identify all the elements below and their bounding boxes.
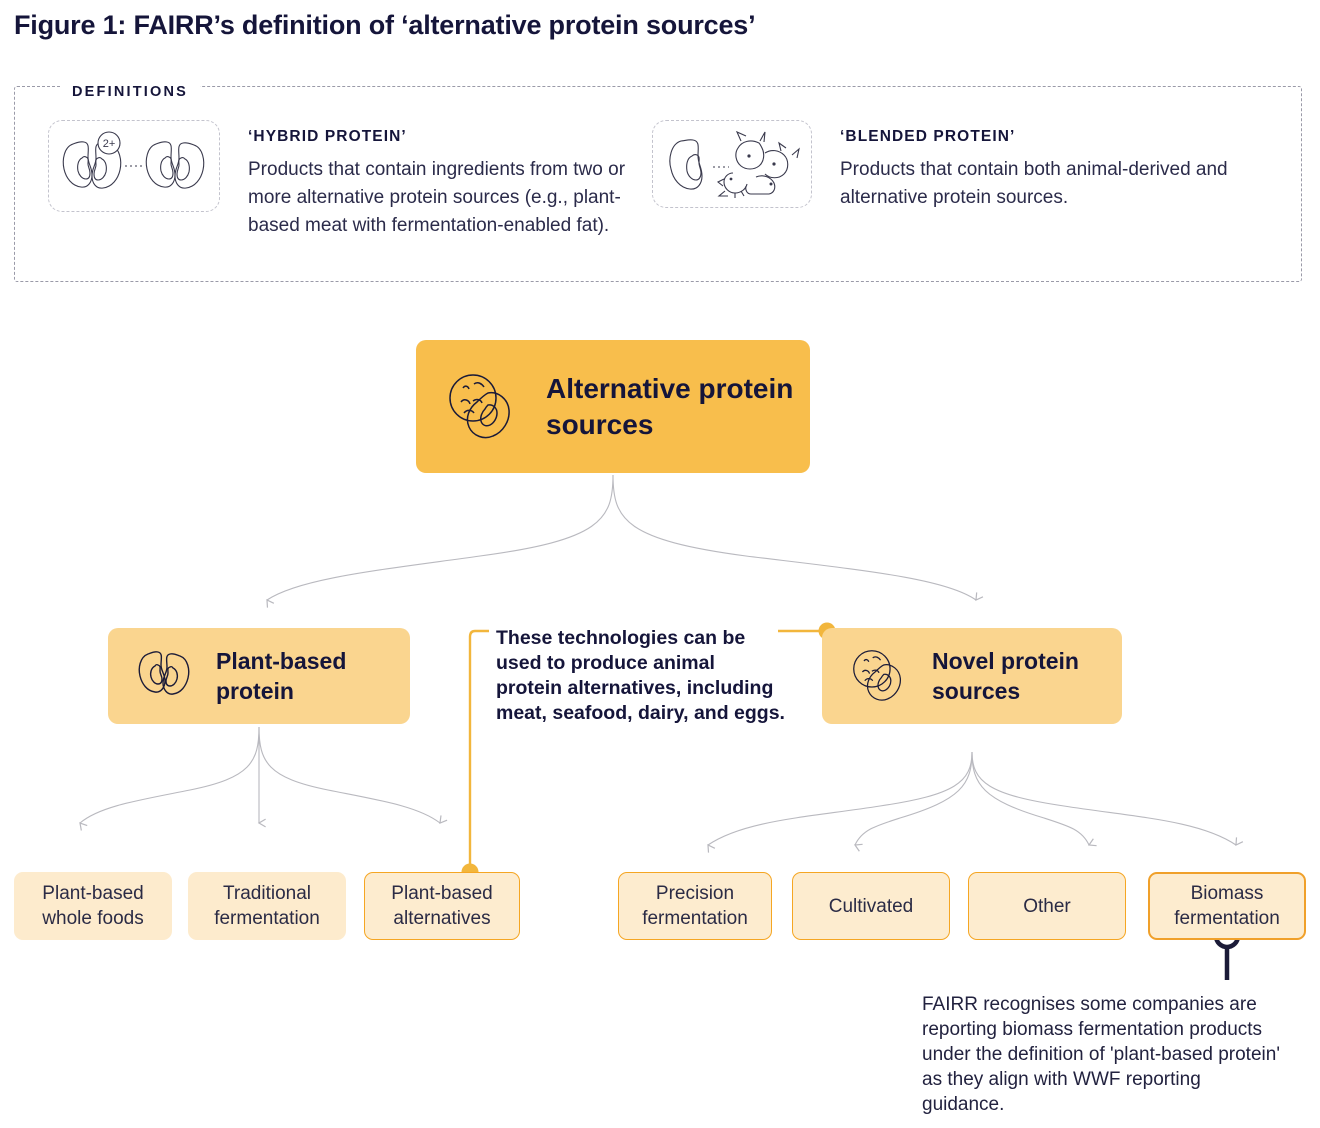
definition-term: ‘HYBRID PROTEIN’ [248,128,407,145]
leaf-traditional-fermentation[interactable]: Traditional fermentation [188,872,346,940]
definition-text-hybrid: ‘HYBRID PROTEIN’ Products that contain i… [248,120,628,240]
definition-term: ‘BLENDED PROTEIN’ [840,128,1016,145]
definition-text-blended: ‘BLENDED PROTEIN’ Products that contain … [840,120,1270,212]
node-label: Alternative protein sources [546,372,794,440]
node-plant-based-protein[interactable]: Plant-based protein [108,628,410,724]
definition-description: Products that contain ingredients from t… [248,159,626,236]
two-beans-pair-2plus-icon: 2+ [48,120,220,212]
node-label: Plant-based protein [216,648,347,704]
leaf-plant-based-whole-foods[interactable]: Plant-based whole foods [14,872,172,940]
node-label: Novel protein sources [932,648,1079,704]
definition-description: Products that contain both animal-derive… [840,159,1228,208]
node-novel-protein-sources[interactable]: Novel protein sources [822,628,1122,724]
definition-item-blended-protein: ‘BLENDED PROTEIN’ Products that contain … [652,120,1270,212]
definition-item-hybrid-protein: 2+ ‘HYBRID PROTEIN’ Products that contai… [48,120,628,240]
node-alternative-protein-sources[interactable]: Alternative protein sources [416,340,810,473]
page-title: Figure 1: FAIRR’s definition of ‘alterna… [14,10,756,40]
bean-and-farm-animals-icon [652,120,812,208]
definitions-panel [14,86,1302,282]
leaf-other[interactable]: Other [968,872,1126,940]
two-beans-icon [134,648,194,704]
leaf-cultivated[interactable]: Cultivated [792,872,950,940]
leaf-plant-based-alternatives[interactable]: Plant-based alternatives [364,872,520,940]
footnote-biomass-note: FAIRR recognises some companies are repo… [922,994,1280,1115]
leaf-precision-fermentation[interactable]: Precision fermentation [618,872,772,940]
callout-technologies-note: These technologies can be used to produc… [496,627,785,724]
svg-text:2+: 2+ [103,138,116,150]
petri-dish-bean-icon [444,369,520,445]
definitions-legend-label: DEFINITIONS [60,84,201,100]
petri-dish-bean-icon [848,646,910,706]
leaf-biomass-fermentation[interactable]: Biomass fermentation [1148,872,1306,940]
